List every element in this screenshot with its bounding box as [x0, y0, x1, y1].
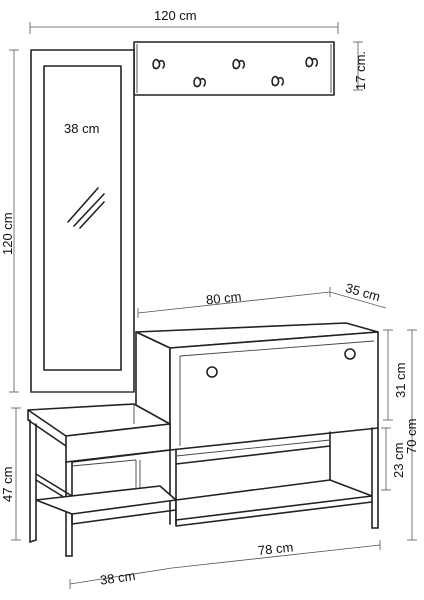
label-mirror-width: 38 cm [64, 121, 99, 136]
label-left-height: 120 cm [0, 212, 15, 255]
coat-hook-icon [152, 58, 166, 70]
coat-hook-icon [193, 76, 207, 88]
label-cabinet-width: 80 cm [205, 289, 242, 308]
mirror-panel [30, 49, 135, 393]
label-door-height: 31 cm [393, 363, 408, 398]
label-bench-width: 38 cm [99, 568, 136, 588]
label-top-width: 120 cm [154, 8, 197, 23]
label-right-height: 70 cm [404, 419, 419, 454]
coat-hook-icon [305, 56, 319, 68]
label-cabinet-depth: 35 cm [344, 280, 382, 304]
knob-icon [206, 366, 218, 378]
label-bench-height: 47 cm [0, 467, 15, 502]
label-base-width: 78 cm [257, 539, 294, 558]
mirror-reflection-icon [67, 187, 105, 229]
label-shelf-height: 23 cm [391, 443, 406, 478]
coat-hook-icon [271, 75, 285, 87]
knob-icon [344, 348, 356, 360]
label-hook-rack-height: 17 cm. [353, 51, 368, 90]
coat-hook-icon [232, 58, 246, 70]
shoe-cabinet [135, 322, 379, 451]
dimension-labels: 120 cm 17 cm. 38 cm 120 cm 80 cm 35 cm 3… [0, 8, 419, 588]
dimension-lines [9, 22, 417, 589]
metal-frame [29, 419, 379, 557]
coat-hooks [152, 56, 319, 88]
